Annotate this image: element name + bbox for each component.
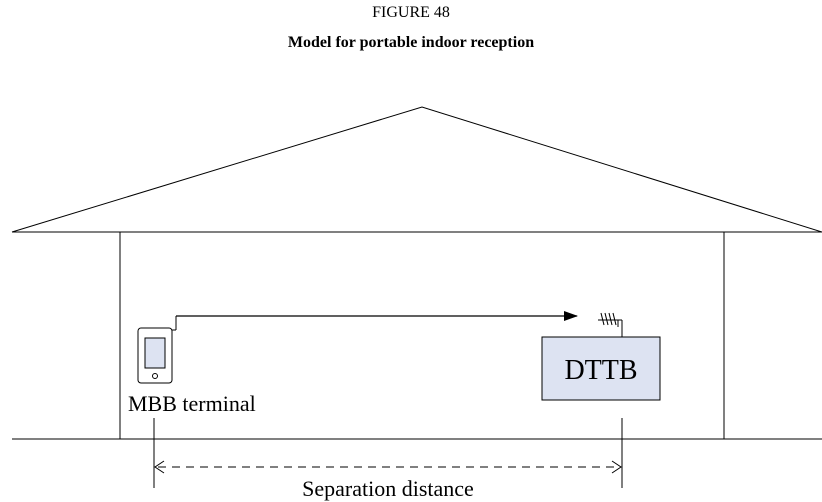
- antenna-icon: [598, 312, 623, 337]
- figure-number: FIGURE 48: [372, 4, 450, 21]
- distance-label: Separation distance: [302, 476, 474, 501]
- dttb-box: [541, 336, 661, 401]
- figure-title: Model for portable indoor reception: [287, 34, 535, 51]
- house-roof: [11, 106, 822, 233]
- dttb-label: DTTB: [564, 355, 637, 386]
- terminal-label: MBB terminal: [128, 391, 256, 416]
- mbb-terminal-icon: [137, 316, 177, 384]
- separation-dimension: [153, 418, 623, 488]
